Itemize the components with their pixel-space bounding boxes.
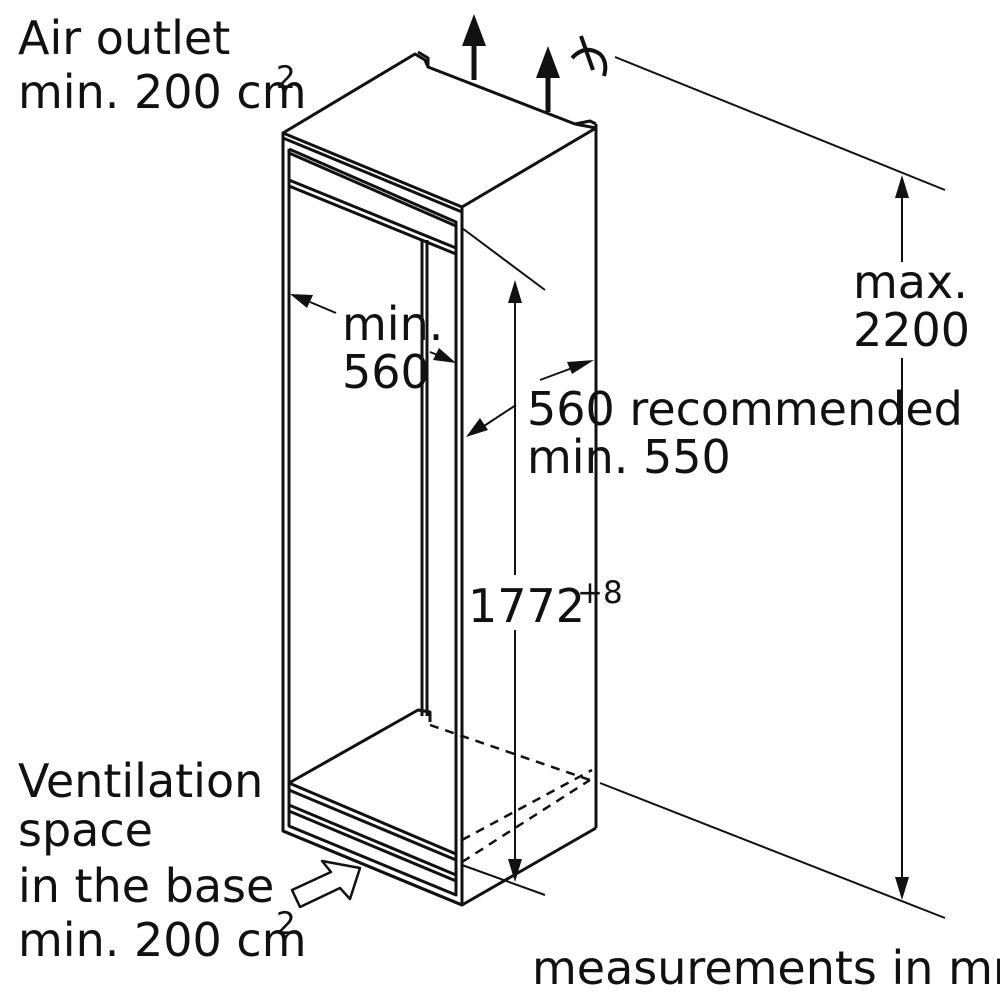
units-note: measurements in mm [532, 941, 1000, 995]
dimension-niche-height [461, 227, 546, 896]
width-value: 560 [342, 345, 430, 399]
dimension-width [290, 294, 456, 363]
depth-min-label: min. 550 [527, 430, 731, 484]
ventilation-exponent: 2 [276, 906, 296, 942]
depth-recommended-label: 560 recommended [527, 382, 963, 436]
air-outlet-arrow-icon [462, 14, 560, 112]
air-outlet-min: min. 200 cm [18, 65, 307, 119]
air-outlet-exponent: 2 [276, 60, 296, 96]
height-max-value: 2200 [853, 303, 970, 357]
dimension-max-height [599, 56, 946, 919]
niche-height-tolerance: +8 [577, 575, 623, 611]
ventilation-inlet-arrow-icon [290, 859, 362, 909]
ventilation-min: min. 200 cm [18, 913, 307, 967]
ventilation-line-2: space [18, 803, 153, 857]
ventilation-line-3: in the base [18, 859, 274, 913]
labels: Air outlet min. 200 cm 2 min. 560 560 re… [18, 11, 1000, 995]
dimension-depth [466, 330, 597, 437]
cabinet-outline [281, 50, 598, 907]
hidden-base-lines [429, 723, 593, 864]
air-outlet-title: Air outlet [18, 11, 230, 65]
height-max-label: max. [853, 255, 968, 309]
no-obstruction-symbol-icon [570, 35, 608, 77]
niche-height-value: 1772 [468, 579, 585, 633]
ventilation-line-1: Ventilation [18, 754, 263, 808]
width-min-label: min. [342, 297, 443, 351]
